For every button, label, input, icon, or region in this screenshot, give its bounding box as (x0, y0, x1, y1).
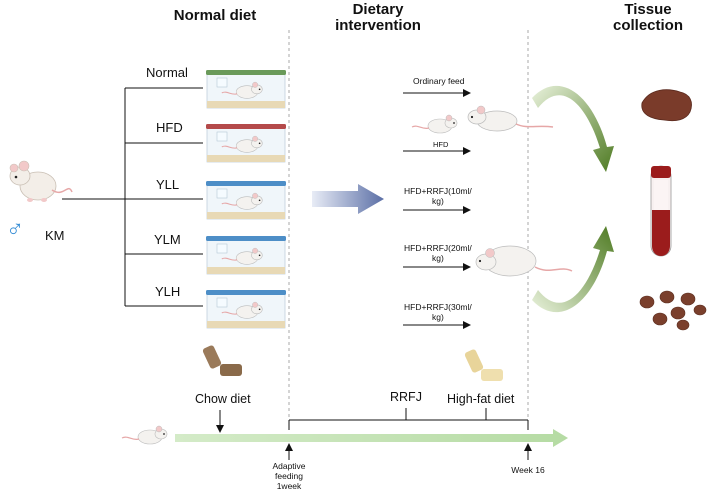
timeline-arrow (175, 429, 568, 447)
rrfj20-line1: HFD+RRFJ(20ml/ (404, 243, 472, 253)
group-label-yll: YLL (156, 177, 180, 192)
strain-label: KM (45, 228, 65, 243)
intervention-rrfj10-label: HFD+RRFJ(10ml/ kg) (404, 186, 472, 206)
timeline-rrfj-label: RRFJ (390, 390, 422, 404)
header-normal-diet: Normal diet (173, 7, 257, 24)
header-tissue-line1: Tissue (624, 1, 672, 18)
cage-yll (206, 181, 286, 220)
timeline-adaptive-label: Adaptive feeding 1week (264, 461, 314, 491)
header-dietary-intervention: Dietary intervention (318, 2, 438, 34)
cage-hfd (206, 124, 286, 163)
small-mouse-hfd (411, 114, 458, 134)
intervention-rrfj30-label: HFD+RRFJ(30ml/ kg) (404, 302, 472, 322)
group-label-ylm: YLM (154, 232, 181, 247)
timeline-week16-label: Week 16 (511, 465, 545, 475)
header-tissue-collection: Tissue collection (608, 2, 688, 34)
timeline-chow-label: Chow diet (195, 392, 251, 406)
km-mouse-illustration (9, 160, 73, 202)
liver-illustration (641, 89, 692, 122)
rrfj30-line2: kg) (432, 312, 444, 322)
rrfj30-line1: HFD+RRFJ(30ml/ (404, 302, 472, 312)
cage-ylm (206, 236, 286, 275)
feces-illustration (639, 290, 707, 331)
chow-pellets (202, 345, 242, 376)
intervention-hfd-label: HFD (433, 140, 449, 149)
rrfj10-line2: kg) (432, 196, 444, 206)
green-arrow-down (532, 85, 614, 172)
group-label-hfd: HFD (156, 120, 183, 135)
adaptive-line3: 1week (276, 481, 302, 491)
high-fat-pellets (464, 349, 503, 381)
adaptive-line1: Adaptive (272, 461, 306, 471)
male-symbol: ♂ (6, 216, 24, 243)
cage-ylh (206, 290, 286, 329)
header-dietary-line2: intervention (335, 17, 421, 34)
rrfj20-line2: kg) (432, 253, 444, 263)
intervention-ordinary-label: Ordinary feed (413, 76, 465, 86)
header-dietary-line1: Dietary (352, 1, 404, 18)
header-tissue-line2: collection (612, 17, 683, 34)
group-label-normal: Normal (146, 65, 188, 80)
adaptive-line2: feeding (275, 471, 303, 481)
transition-arrow (312, 184, 384, 214)
cage-normal (206, 70, 286, 109)
green-arrow-up (532, 226, 614, 313)
timeline-mouse (121, 425, 168, 445)
blood-tube-illustration (650, 165, 672, 257)
intervention-rrfj20-label: HFD+RRFJ(20ml/ kg) (404, 243, 472, 263)
rrfj10-line1: HFD+RRFJ(10ml/ (404, 186, 472, 196)
obese-mouse (475, 245, 573, 277)
lean-mouse (467, 105, 554, 132)
group-label-ylh: YLH (155, 284, 181, 299)
timeline-high-fat-label: High-fat diet (447, 392, 515, 406)
